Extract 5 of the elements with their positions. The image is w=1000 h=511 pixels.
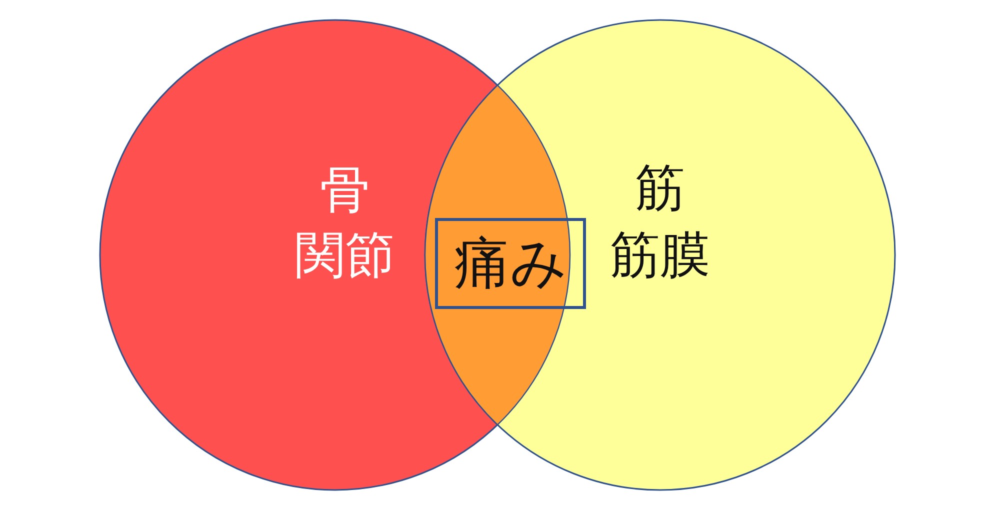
circle-label: 骨 xyxy=(319,160,371,220)
highlight-box: 痛み xyxy=(435,218,586,309)
circle-label: 関節 xyxy=(294,225,396,285)
circle-label: 筋膜 xyxy=(609,225,711,285)
circle-label: 筋 xyxy=(634,158,686,218)
